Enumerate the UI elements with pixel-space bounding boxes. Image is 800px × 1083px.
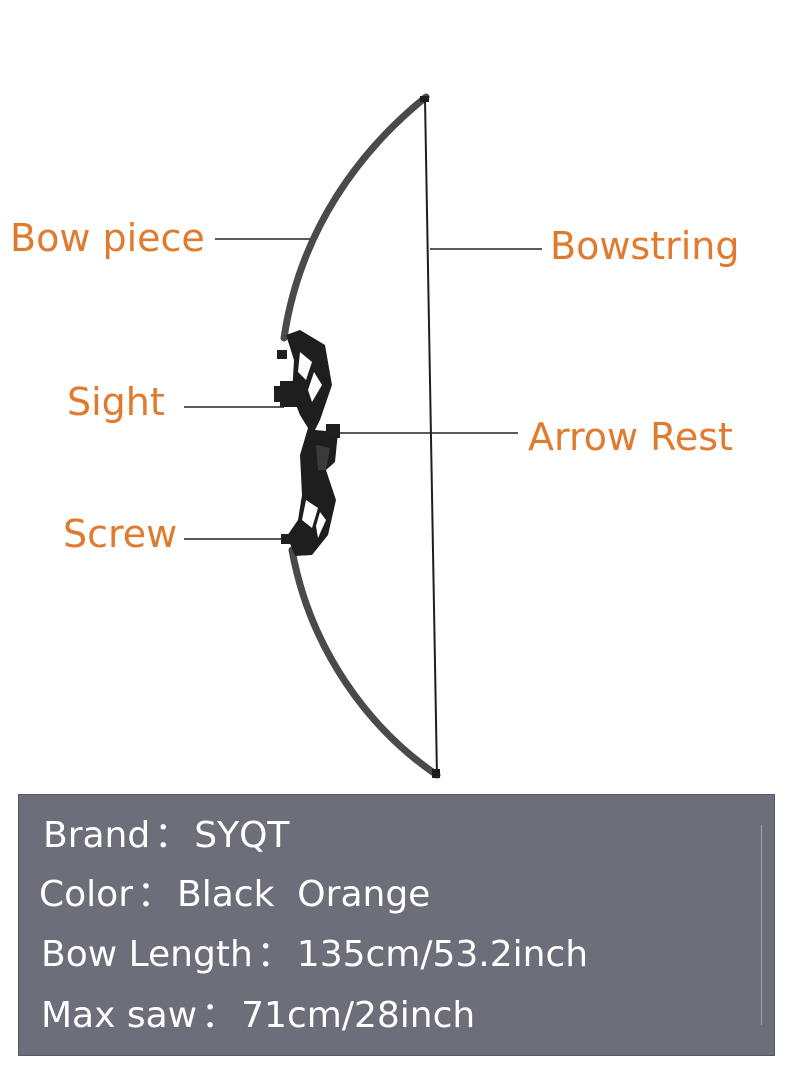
spec-value: 71cm/28inch [241,995,475,1036]
spec-label: Bow Length [41,934,253,975]
bow-diagram: Bow piece Bowstring Sight Arrow Rest Scr… [0,0,800,790]
spec-row-brand: Brand：SYQT [43,818,289,854]
label-arrow-rest: Arrow Rest [528,418,733,456]
upper-tip [420,96,429,102]
panel-edge-line [761,825,762,1025]
spec-label: Max saw [41,995,197,1036]
spec-label: Brand [43,815,150,856]
spec-separator: ： [253,934,297,975]
lower-tip [432,769,440,778]
arrow-rest-body [326,424,340,438]
bowstring-line [425,99,437,777]
lower-limb [292,550,437,775]
specs-panel: Brand：SYQT Color：Black Orange Bow Length… [18,794,775,1056]
label-screw: Screw [63,515,177,553]
sight-pin [274,386,282,402]
spec-separator: ： [197,995,241,1036]
spec-label: Color [39,874,133,915]
spec-row-color: Color：Black Orange [39,877,430,913]
spec-row-bow-length: Bow Length：135cm/53.2inch [41,937,588,973]
label-sight: Sight [67,383,165,421]
upper-screw [277,350,287,359]
spec-row-max-saw: Max saw：71cm/28inch [41,998,475,1034]
spec-separator: ： [133,874,177,915]
spec-separator: ： [150,815,194,856]
label-bow-piece: Bow piece [10,219,205,257]
upper-limb [284,97,426,338]
spec-value: Black Orange [177,874,430,915]
spec-value: 135cm/53.2inch [297,934,588,975]
sight-body [280,381,298,407]
label-bowstring: Bowstring [550,227,739,265]
spec-value: SYQT [194,815,289,856]
